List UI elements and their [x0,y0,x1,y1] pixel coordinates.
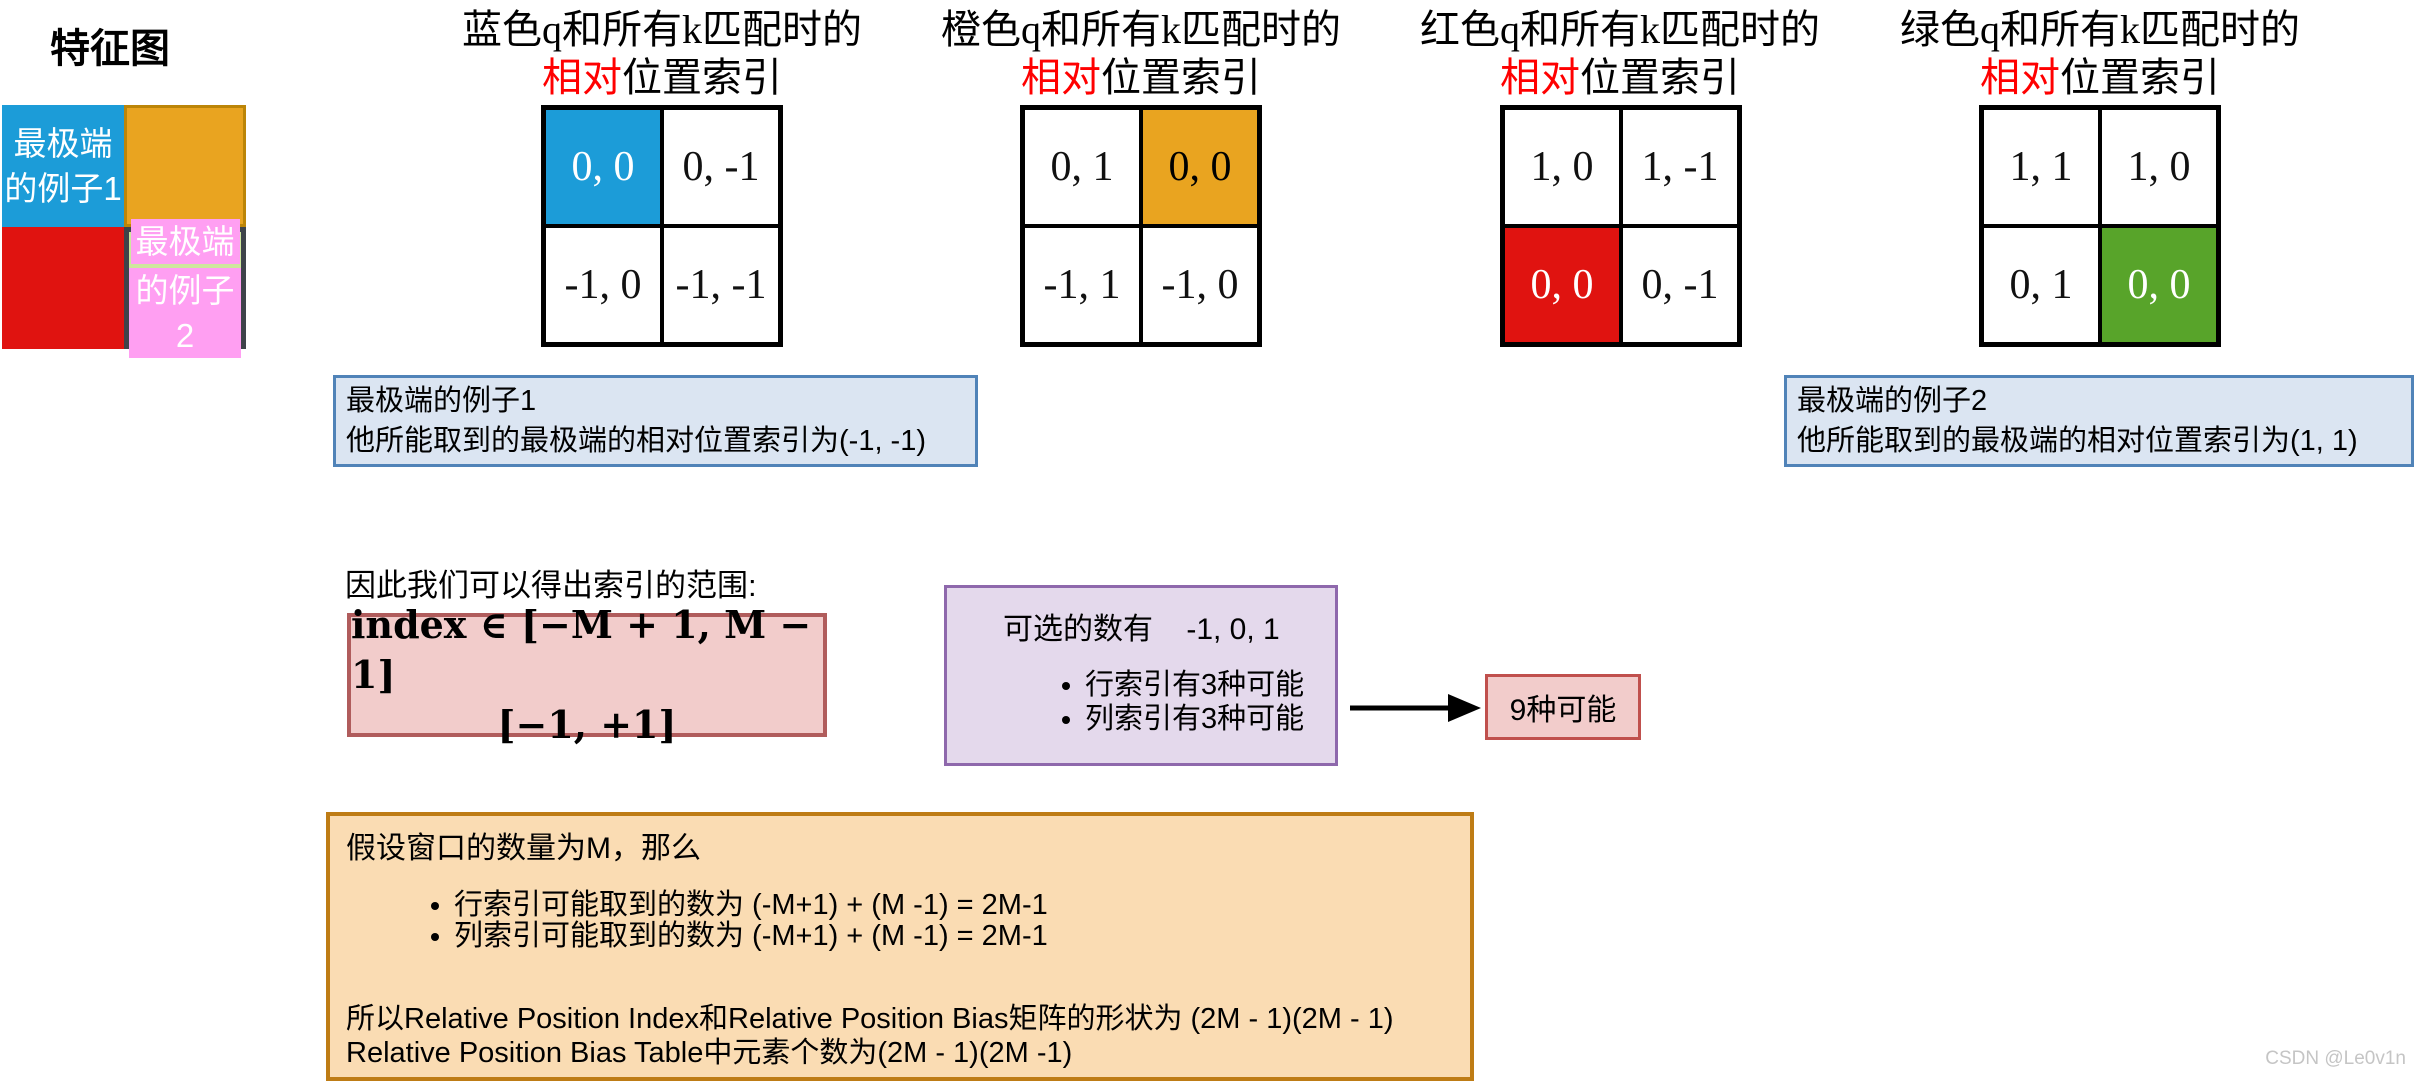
matrix-blue-title: 蓝色q和所有k匹配时的 相对位置索引 [402,6,922,102]
callout-example1-line1: 最极端的例子1 [346,385,537,417]
index-range-lead: 因此我们可以得出索引的范围: [345,568,757,603]
matrix-orange-title-rest: 位置索引 [1101,55,1261,100]
feature-cell-green-line1: 最极端 [130,218,240,264]
feature-cell-orange [124,105,246,227]
matrix-red-title-red: 相对 [1500,55,1580,100]
matrix-red: 1, 0 1, -1 0, 0 0, -1 [1500,105,1742,347]
callout-example2: 最极端的例子2 他所能取到的最极端的相对位置索引为(1, 1) [1784,375,2414,467]
matrix-red-cell-1-0: 0, 0 [1503,226,1621,344]
matrix-green-title-red: 相对 [1980,55,2060,100]
index-range-math-line1: index ∈ [−M + 1, M − 1] [351,602,812,697]
options-box: 可选的数有 -1, 0, 1 行索引有3种可能 列索引有3种可能 [944,585,1338,766]
matrix-blue: 0, 0 0, -1 -1, 0 -1, -1 [541,105,783,347]
matrix-blue-cell-0-0: 0, 0 [544,108,662,226]
matrix-green-title: 绿色q和所有k匹配时的 相对位置索引 [1840,6,2360,102]
feature-cell-blue: 最极端 的例子1 [2,105,124,227]
window-note-line2: 所以Relative Position Index和Relative Posit… [346,1003,1394,1035]
index-range-math-box: index ∈ [−M + 1, M − 1] [−1, +1] [347,602,827,747]
matrix-orange-title-line1: 橙色q和所有k匹配时的 [941,7,1341,52]
window-note-bullet-list: 行索引可能取到的数为 (-M+1) + (M -1) = 2M-1 列索引可能取… [346,890,1454,952]
callout-example2-line1: 最极端的例子2 [1797,385,1988,417]
matrix-orange-cell-1-0: -1, 1 [1023,226,1141,344]
feature-cell-red [2,227,124,349]
matrix-orange-title-red: 相对 [1021,55,1101,100]
matrix-orange: 0, 1 0, 0 -1, 1 -1, 0 [1020,105,1262,347]
feature-cell-green-line2: 的例子2 [129,267,241,358]
matrix-green-cell-1-1: 0, 0 [2100,226,2218,344]
watermark: CSDN @Le0v1n [2265,1048,2406,1069]
matrix-red-cell-0-1: 1, -1 [1621,108,1739,226]
matrix-red-cell-0-0: 1, 0 [1503,108,1621,226]
matrix-orange-cell-1-1: -1, 0 [1141,226,1259,344]
matrix-red-title: 红色q和所有k匹配时的 相对位置索引 [1360,6,1880,102]
matrix-blue-cell-1-1: -1, -1 [662,226,780,344]
feature-map-grid: 最极端 的例子1 最极端 的例子2 [2,105,246,358]
options-line1: 可选的数有 -1, 0, 1 [1003,613,1280,646]
matrix-blue-title-red: 相对 [542,55,622,100]
arrow-right-icon [1350,694,1481,722]
matrix-red-title-rest: 位置索引 [1580,55,1740,100]
matrix-green-cell-1-0: 0, 1 [1982,226,2100,344]
window-note-line1: 假设窗口的数量为M，那么 [346,832,701,865]
matrix-blue-title-rest: 位置索引 [622,55,782,100]
index-range-math-line2: [−1, +1] [497,702,677,747]
options-bullet-list: 行索引有3种可能 列索引有3种可能 [947,668,1335,736]
feature-map-title: 特征图 [50,27,170,71]
feature-cell-blue-line2: 的例子1 [4,170,122,207]
window-note-bullet-col: 列索引可能取到的数为 (-M+1) + (M -1) = 2M-1 [454,921,1454,952]
matrix-blue-cell-0-1: 0, -1 [662,108,780,226]
matrix-blue-cell-1-0: -1, 0 [544,226,662,344]
matrix-green: 1, 1 1, 0 0, 1 0, 0 [1979,105,2221,347]
matrix-green-title-rest: 位置索引 [2060,55,2220,100]
result-label: 9种可能 [1509,694,1617,727]
matrix-green-cell-0-1: 1, 0 [2100,108,2218,226]
options-bullet-row-index: 行索引有3种可能 [1085,668,1335,702]
matrix-orange-cell-0-1: 0, 0 [1141,108,1259,226]
callout-example2-line2: 他所能取到的最极端的相对位置索引为(1, 1) [1797,425,2358,457]
window-note-bullet-row: 行索引可能取到的数为 (-M+1) + (M -1) = 2M-1 [454,890,1454,921]
window-note-box: 假设窗口的数量为M，那么 行索引可能取到的数为 (-M+1) + (M -1) … [326,812,1474,1081]
feature-cell-green: 最极端 的例子2 [124,218,246,358]
matrix-green-cell-0-0: 1, 1 [1982,108,2100,226]
callout-example1: 最极端的例子1 他所能取到的最极端的相对位置索引为(-1, -1) [333,375,978,467]
result-box: 9种可能 [1485,674,1641,740]
callout-example1-line2: 他所能取到的最极端的相对位置索引为(-1, -1) [346,425,927,457]
matrix-blue-title-line1: 蓝色q和所有k匹配时的 [462,7,862,52]
feature-cell-blue-line1: 最极端 [13,125,113,162]
matrix-red-cell-1-1: 0, -1 [1621,226,1739,344]
options-bullet-col-index: 列索引有3种可能 [1085,702,1335,736]
matrix-orange-title: 橙色q和所有k匹配时的 相对位置索引 [881,6,1401,102]
matrix-red-title-line1: 红色q和所有k匹配时的 [1420,7,1820,52]
matrix-green-title-line1: 绿色q和所有k匹配时的 [1900,7,2300,52]
matrix-orange-cell-0-0: 0, 1 [1023,108,1141,226]
window-note-line3: Relative Position Bias Table中元素个数为(2M - … [346,1037,1073,1069]
